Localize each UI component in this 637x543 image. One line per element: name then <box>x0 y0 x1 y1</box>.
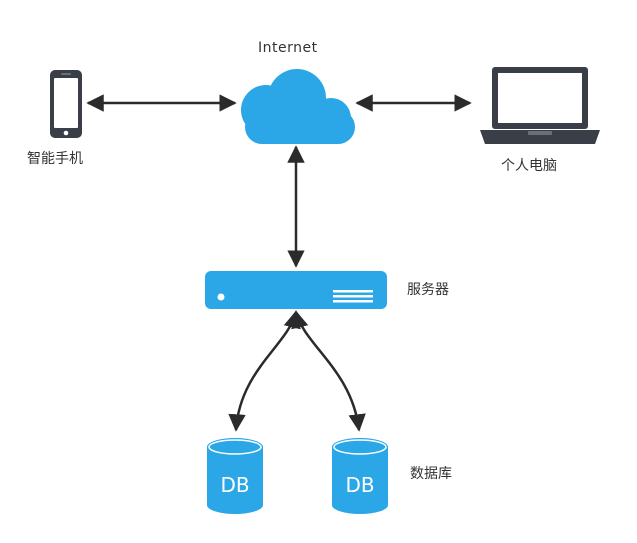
laptop-icon <box>480 67 600 144</box>
cloud-icon <box>241 69 355 144</box>
db-label-1: DB <box>220 473 249 497</box>
smartphone-label: 智能手机 <box>27 151 83 167</box>
arrow-server-db2 <box>291 310 366 432</box>
database-label: 数据库 <box>410 466 452 482</box>
db-label-2: DB <box>345 473 374 497</box>
internet-label: Internet <box>258 40 318 56</box>
arrow-server-db1 <box>228 310 301 432</box>
server-icon <box>205 271 387 309</box>
smartphone-icon <box>50 70 82 138</box>
database-icon: DB <box>207 438 263 514</box>
laptop-label: 个人电脑 <box>501 158 557 174</box>
server-label: 服务器 <box>407 282 449 298</box>
database-icon: DB <box>332 438 388 514</box>
